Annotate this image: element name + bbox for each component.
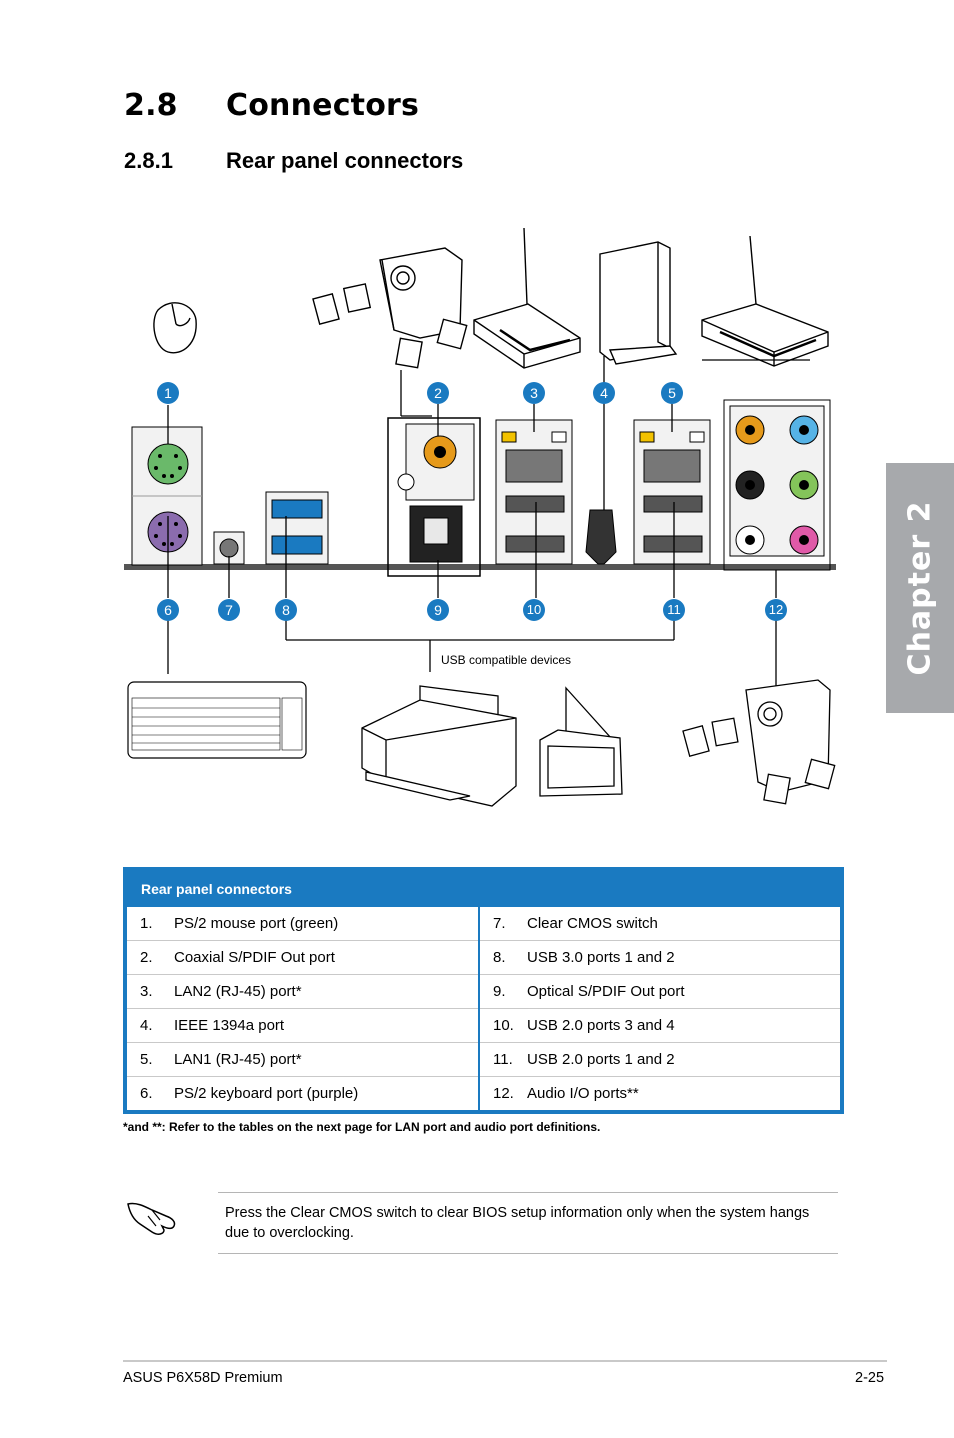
item-label: Coaxial S/PDIF Out port [174, 949, 335, 966]
mouse-icon [153, 302, 197, 354]
callout-4: 4 [593, 382, 615, 404]
ieee1394-port [585, 509, 617, 565]
table-row: 3. LAN2 (RJ-45) port* 9. Optical S/PDIF Ou… [125, 974, 842, 1009]
item-label: IEEE 1394a port [174, 1017, 285, 1034]
item-number: 3. [140, 983, 153, 1000]
item-label: Optical S/PDIF Out port [527, 983, 685, 1000]
table-row: 4. IEEE 1394a port 10. USB 2.0 ports 3 and… [125, 1008, 842, 1043]
callout-3: 3 [523, 382, 545, 404]
item-number: 4. [140, 1017, 153, 1034]
subsection-heading: 2.8.1 Rear panel connectors [124, 148, 463, 174]
item-label: PS/2 mouse port (green) [174, 915, 339, 932]
note-rule-bottom [218, 1253, 838, 1254]
item-label: LAN2 (RJ-45) port* [174, 983, 302, 1000]
lan2-usb-block [495, 419, 573, 565]
lan1-usb-block [633, 419, 711, 565]
table-row: 2. Coaxial S/PDIF Out port 8. USB 3.0 port… [125, 940, 842, 975]
item-number: 11. [493, 1051, 513, 1068]
item-number: 2. [140, 949, 153, 966]
spdif-ports [387, 417, 481, 577]
footer-rule [123, 1360, 887, 1362]
item-number: 6. [140, 1085, 153, 1102]
note-rule-top [218, 1192, 838, 1193]
subsection-title: Rear panel connectors [226, 148, 464, 173]
rear-panel-diagram [124, 227, 836, 807]
table-row: 5. LAN1 (RJ-45) port* 11. USB 2.0 ports 1 … [125, 1042, 842, 1077]
item-label: PS/2 keyboard port (purple) [174, 1085, 359, 1102]
footer-page-number: 2-25 [855, 1370, 885, 1386]
table-footnote: *and **: Refer to the tables on the next… [123, 1120, 601, 1134]
rear-panel-table: Rear panel connectors 1. PS/2 mouse port … [123, 867, 844, 1114]
item-number: 5. [140, 1051, 153, 1068]
callout-2: 2 [427, 382, 449, 404]
speakers-icon [682, 679, 836, 805]
callout-11: 11 [663, 599, 685, 621]
item-label: Clear CMOS switch [527, 915, 658, 932]
item-label: USB 2.0 ports 3 and 4 [527, 1017, 675, 1034]
subsection-number: 2.8.1 [124, 148, 173, 173]
ps2-ports [131, 426, 203, 566]
speakers-icon [312, 247, 468, 369]
item-label: USB 3.0 ports 1 and 2 [527, 949, 675, 966]
scanner-icon [539, 686, 623, 797]
audio-ports [723, 399, 831, 571]
usb3-ports [265, 491, 329, 565]
item-number: 12. [493, 1085, 514, 1102]
note-text: Press the Clear CMOS switch to clear BIO… [225, 1205, 810, 1241]
usb-devices-label: USB compatible devices [441, 653, 572, 667]
hand-pointing-icon [127, 1202, 176, 1235]
wireless-router-icon [701, 235, 829, 367]
item-number: 1. [140, 915, 153, 932]
item-label: Audio I/O ports** [527, 1085, 639, 1102]
callout-9: 9 [427, 599, 449, 621]
item-label: LAN1 (RJ-45) port* [174, 1051, 302, 1068]
section-heading: 2.8 Connectors [124, 88, 419, 123]
keyboard-icon [127, 681, 307, 759]
callout-6: 6 [157, 599, 179, 621]
callout-1: 1 [157, 382, 179, 404]
callout-10: 10 [523, 599, 545, 621]
table-row: 1. PS/2 mouse port (green) 7. Clear CMOS s… [125, 907, 842, 941]
callout-12: 12 [765, 599, 787, 621]
callout-7: 7 [218, 599, 240, 621]
item-number: 10. [493, 1017, 514, 1034]
callout-8: 8 [275, 599, 297, 621]
section-number: 2.8 [124, 88, 178, 123]
table-row: 6. PS/2 keyboard port (purple) 12. Audio I… [125, 1076, 842, 1112]
external-drive-icon [599, 241, 678, 365]
chapter-tab: Chapter 2 [886, 463, 954, 713]
item-number: 7. [493, 915, 506, 932]
footer-product-name: ASUS P6X58D Premium [123, 1370, 283, 1386]
callout-5: 5 [661, 382, 683, 404]
item-number: 9. [493, 983, 506, 1000]
item-label: USB 2.0 ports 1 and 2 [527, 1051, 675, 1068]
item-number: 8. [493, 949, 506, 966]
table-header: Rear panel connectors [125, 869, 842, 907]
wireless-router-icon [473, 227, 581, 369]
printer-icon [361, 685, 517, 807]
chapter-tab-label: Chapter 2 [902, 500, 938, 676]
section-title: Connectors [226, 88, 420, 123]
